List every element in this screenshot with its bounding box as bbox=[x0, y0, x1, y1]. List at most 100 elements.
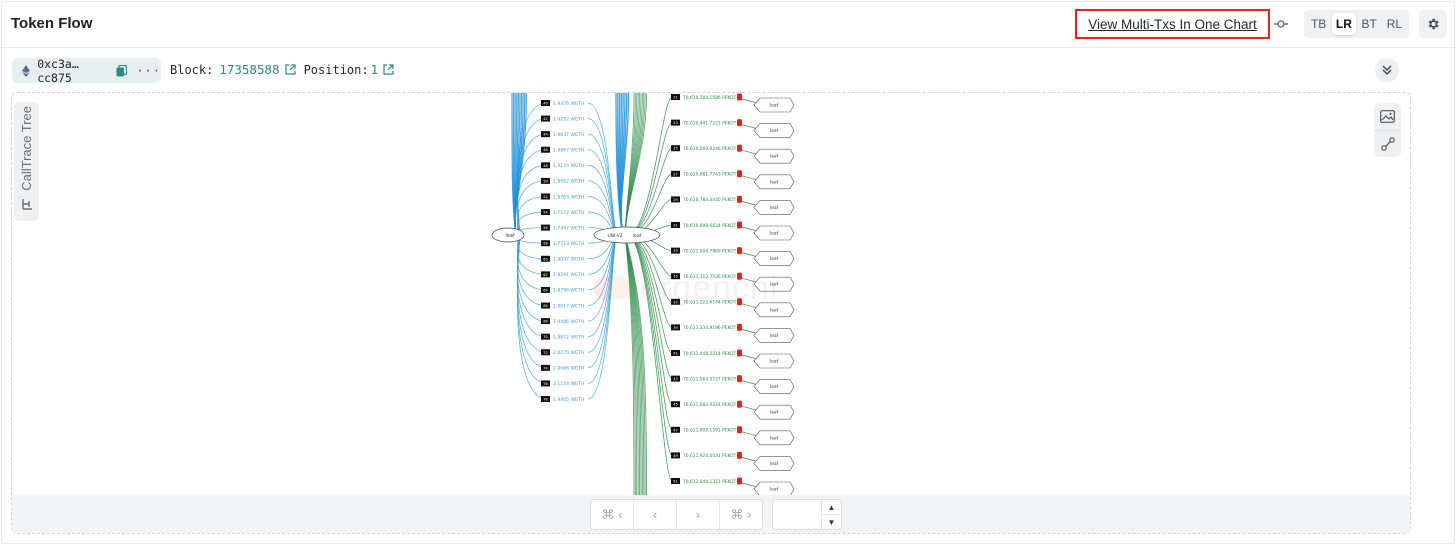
edge-index: 48 bbox=[543, 164, 547, 168]
edge-index: 35 bbox=[673, 275, 677, 279]
jump-first-button[interactable]: ⌘ ‹ bbox=[591, 500, 634, 529]
edge-index-badge bbox=[541, 177, 550, 184]
link-nodes-icon[interactable] bbox=[1374, 130, 1401, 157]
edge-amount-label: 70,611,924.5031 PEKOT bbox=[683, 453, 737, 459]
edge-amount-label: 1.9867 WETH bbox=[553, 148, 584, 154]
edge-index: 37 bbox=[673, 300, 677, 304]
edge-index-badge bbox=[541, 255, 550, 262]
header: Token Flow View Multi-Txs In One Chart T… bbox=[0, 0, 1456, 48]
leaf-node-label: leaf bbox=[770, 333, 779, 339]
calltrace-tree-label: CallTrace Tree bbox=[19, 106, 34, 191]
warning-marker bbox=[737, 426, 742, 434]
collapse-chevrons-icon[interactable] bbox=[1375, 58, 1399, 82]
edge-index-badge bbox=[671, 145, 680, 152]
leaf-node bbox=[753, 148, 795, 164]
position-number-link[interactable]: 1 bbox=[370, 62, 379, 77]
leaf-node-label: leaf bbox=[770, 231, 779, 237]
edge-index: 58 bbox=[543, 242, 547, 246]
address-text[interactable]: 0xc3a…cc875 bbox=[37, 56, 79, 85]
pekot-edge bbox=[626, 234, 673, 456]
previous-step-button[interactable]: ‹ bbox=[634, 500, 677, 529]
edge-index: 70 bbox=[543, 335, 547, 339]
source-node bbox=[491, 227, 525, 243]
edge-index: 27 bbox=[673, 172, 677, 176]
edge-index-badge bbox=[541, 318, 550, 325]
jump-last-button[interactable]: ⌘ › bbox=[730, 506, 752, 522]
edge-index: 40 bbox=[543, 102, 547, 106]
leaf-node bbox=[753, 379, 795, 394]
copy-icon[interactable] bbox=[116, 64, 128, 77]
edge-index-badge bbox=[671, 350, 680, 356]
edge-index-badge bbox=[671, 94, 680, 100]
leaf-node-label: leaf bbox=[770, 282, 779, 288]
edge-index-badge bbox=[671, 119, 680, 126]
commit-node-icon[interactable] bbox=[1268, 11, 1294, 37]
edge-amount-label: 1.8763 WETH bbox=[553, 194, 584, 200]
edge-index-badge bbox=[541, 349, 550, 356]
edge-index-badge bbox=[671, 324, 680, 331]
step-number-field[interactable] bbox=[773, 500, 821, 529]
warning-marker bbox=[737, 170, 742, 178]
calltrace-tree-tab[interactable]: CallTrace Tree bbox=[14, 102, 39, 221]
edge-index-badge bbox=[671, 478, 680, 484]
stepper-down-icon[interactable]: ▼ bbox=[822, 514, 841, 529]
edge-index-badge bbox=[541, 240, 550, 247]
edge-index: 51 bbox=[673, 480, 677, 484]
leaf-node-label: leaf bbox=[770, 384, 779, 390]
external-link-icon[interactable] bbox=[383, 64, 394, 75]
edge-index-badge bbox=[541, 146, 550, 153]
layout-direction-toggle: TB LR BT RL bbox=[1304, 10, 1409, 38]
view-multi-txs-link[interactable]: View Multi-Txs In One Chart bbox=[1075, 9, 1270, 39]
edge-amount-label: 70,610,569.9246 PEKOT bbox=[683, 146, 737, 152]
edge-index: 31 bbox=[673, 224, 677, 228]
pair-node-prefix: UNI-V2 bbox=[608, 233, 623, 239]
edge-index-badge bbox=[671, 426, 680, 433]
edge-index-badge bbox=[541, 131, 550, 138]
leaf-node bbox=[753, 174, 795, 190]
more-options-icon[interactable]: ··· bbox=[136, 63, 161, 78]
edge-index: 74 bbox=[543, 366, 548, 370]
layout-option-lr[interactable]: LR bbox=[1332, 13, 1356, 35]
edge-amount-label: 70,610,784.3430 PEKOT bbox=[683, 197, 737, 203]
leaf-node bbox=[753, 353, 795, 369]
layout-option-tb[interactable]: TB bbox=[1310, 17, 1327, 31]
leaf-node bbox=[753, 200, 795, 215]
next-step-button[interactable]: › bbox=[677, 500, 720, 529]
settings-gear-icon[interactable] bbox=[1419, 10, 1447, 38]
external-link-icon[interactable] bbox=[284, 64, 296, 75]
edge-index-badge bbox=[671, 170, 680, 177]
edge-index: 68 bbox=[543, 320, 547, 324]
stepper-up-icon[interactable]: ▲ bbox=[827, 502, 836, 512]
layout-option-bt[interactable]: BT bbox=[1361, 17, 1377, 31]
edge-amount-label: 1.9637 WETH bbox=[553, 132, 584, 138]
edge-amount-label: 2.1154 WETH bbox=[553, 381, 584, 387]
edge-index-badge bbox=[541, 380, 550, 387]
leaf-node-label: leaf bbox=[770, 307, 779, 313]
edge-index: 62 bbox=[543, 273, 547, 277]
warning-marker bbox=[737, 119, 742, 127]
edge-index: 78 bbox=[543, 398, 547, 402]
edge-index-badge bbox=[541, 209, 550, 216]
edge-amount-label: 70,610,898.6634 PEKOT bbox=[683, 223, 737, 229]
edge-amount-label: 70,611,112.7536 PEKOT bbox=[683, 274, 737, 280]
weth-bundle-edge bbox=[620, 93, 630, 236]
warning-marker bbox=[737, 247, 742, 255]
leaf-node bbox=[753, 302, 795, 318]
layout-option-rl[interactable]: RL bbox=[1386, 17, 1403, 31]
leaf-node bbox=[753, 276, 795, 292]
edge-amount-label: 1.9292 WETH bbox=[553, 116, 584, 122]
pair-node-label: leaf bbox=[633, 233, 642, 239]
edge-amount-label: 1.8796 WETH bbox=[553, 288, 584, 294]
block-position-info: Block: 17358588 Position: 1 bbox=[170, 62, 394, 77]
block-number-link[interactable]: 17358588 bbox=[219, 62, 280, 77]
leaf-node-label: leaf bbox=[770, 205, 779, 211]
image-export-icon[interactable] bbox=[1374, 103, 1401, 130]
leaf-node-label: leaf bbox=[770, 256, 779, 262]
edge-index-badge bbox=[671, 196, 680, 203]
edge-amount-label: 2.0686 WETH bbox=[553, 366, 584, 372]
edge-amount-label: 70,611,802.1591 PEKOT bbox=[683, 428, 737, 434]
edge-index: 66 bbox=[543, 304, 547, 308]
